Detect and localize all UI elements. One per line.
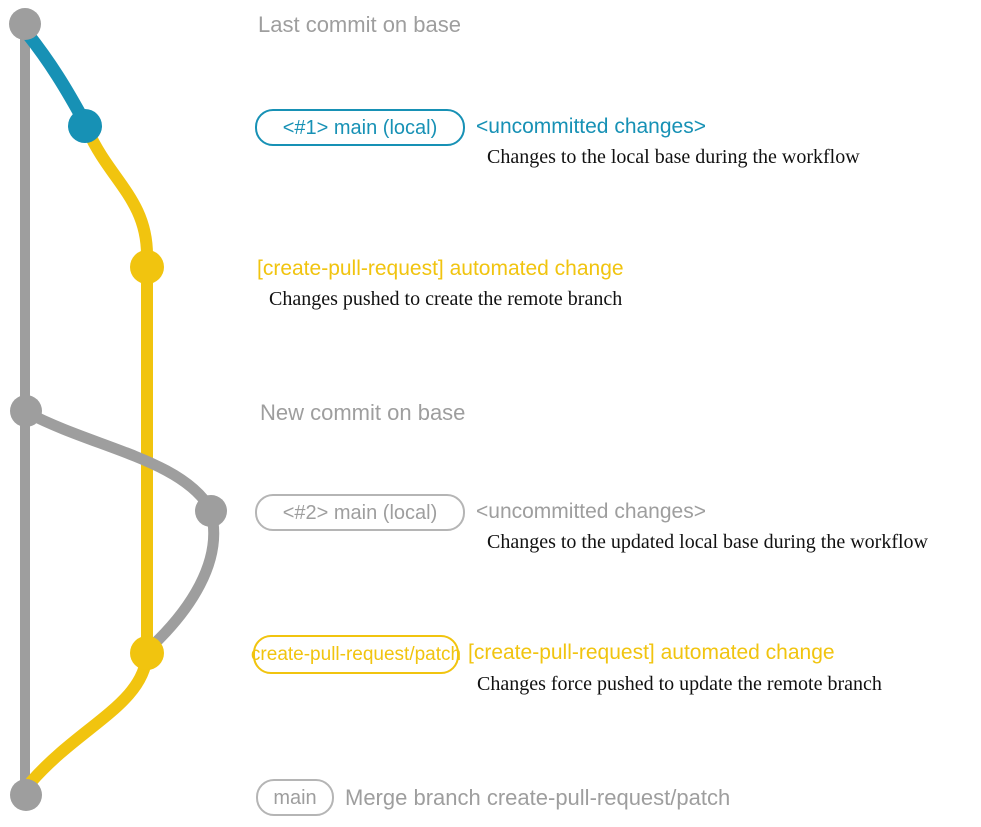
rebase-curve-out [22,407,217,516]
caption-updated-local-base-changes: Changes to the updated local base during… [487,531,928,553]
commit-message-automated-change-2: [create-pull-request] automated change [468,641,835,664]
commit-dot-local-main-1 [68,109,102,143]
commit-dot-patch-1 [130,250,164,284]
branch-badge-label: create-pull-request/patch [250,644,462,665]
commit-dot-local-main-2 [195,495,227,527]
commit-message-automated-change-1: [create-pull-request] automated change [257,257,624,280]
branch-badge-main: main [256,779,334,816]
annotation-last-commit-on-base: Last commit on base [258,12,461,37]
caption-force-pushed-update-branch: Changes force pushed to update the remot… [477,673,882,695]
branch-badge-label: <#1> main (local) [282,116,438,139]
patch-branch-line [82,125,153,658]
branch-badge-create-pull-request-patch: create-pull-request/patch [250,635,462,674]
annotation-new-commit-on-base: New commit on base [260,400,466,425]
patch-merge-curve [25,648,153,788]
branch-badge-label: main [273,786,317,809]
status-uncommitted-changes-1: <uncommitted changes> [476,115,706,138]
caption-local-base-changes: Changes to the local base during the wor… [487,146,860,168]
branch-badge-label: <#2> main (local) [282,501,438,524]
commit-message-merge-branch: Merge branch create-pull-request/patch [345,785,731,810]
commit-dot-last-base [9,8,41,40]
commit-dot-patch-2 [130,636,164,670]
branch-badge-main-local-1: <#1> main (local) [255,109,465,146]
commit-dot-merge [10,779,42,811]
rebase-curve-in [145,506,220,653]
caption-pushed-create-branch: Changes pushed to create the remote bran… [269,288,623,310]
branch-badge-main-local-2: <#2> main (local) [255,494,465,531]
status-uncommitted-changes-2: <uncommitted changes> [476,500,706,523]
commit-dot-new-base [10,395,42,427]
local-main-curve [20,26,92,130]
